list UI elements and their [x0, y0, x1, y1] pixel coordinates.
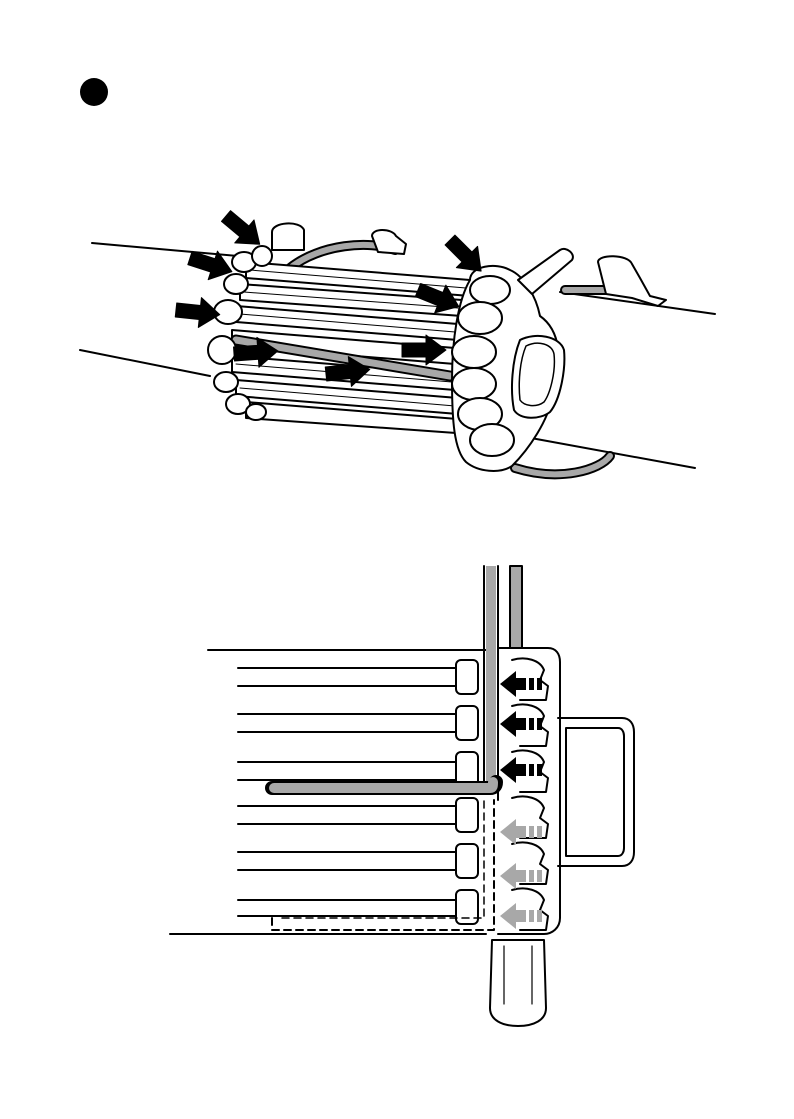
pipe-lower-edge [80, 350, 210, 376]
left-arrow-faded-icon [500, 819, 542, 845]
left-arrow-faded-icon [500, 863, 542, 889]
holder-teeth [512, 658, 548, 930]
right-arrow-icon [174, 295, 221, 329]
left-arrow-icon [500, 711, 542, 737]
bottom-handle [490, 940, 546, 1026]
left-arrow-faded-icon [500, 903, 542, 929]
section-view [170, 566, 634, 1026]
left-arrow-icon [500, 671, 542, 697]
perspective-view [80, 205, 715, 475]
left-arrow-icon [500, 757, 542, 783]
right-end-holder [452, 249, 573, 471]
